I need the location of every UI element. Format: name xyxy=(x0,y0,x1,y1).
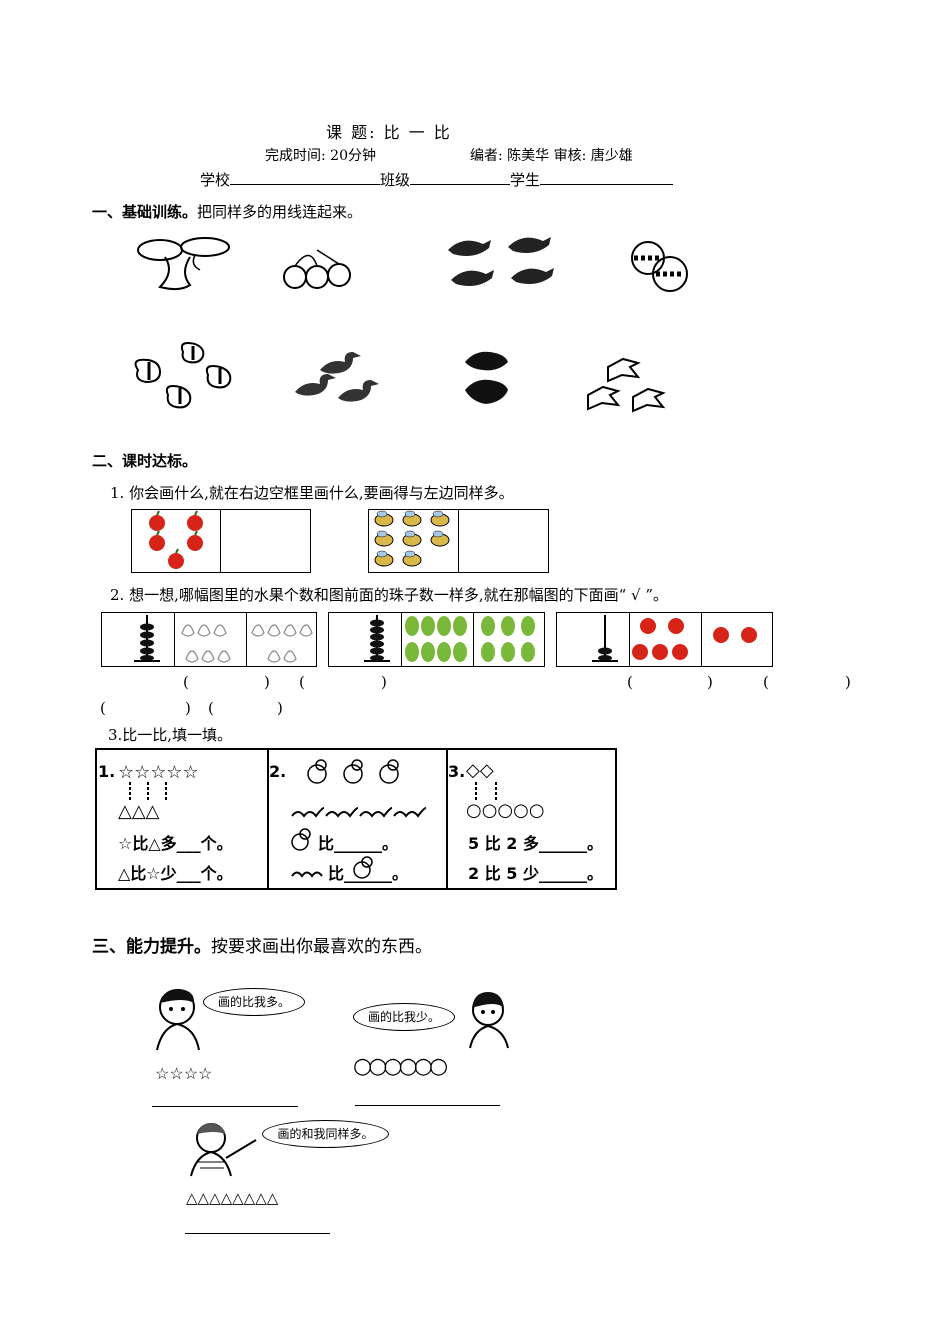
class-label: 班级 xyxy=(380,171,411,189)
page-title: 课 题: 比 一 比 xyxy=(326,123,452,142)
peach-group-a[interactable] xyxy=(176,615,244,665)
bird-picture[interactable] xyxy=(443,232,563,292)
answer-paren-close-5: ) xyxy=(185,699,191,717)
completion-time: 完成时间: 20分钟 xyxy=(265,148,376,164)
section3-heading: 三、能力提升。按要求画出你最喜欢的东西。 xyxy=(92,937,432,957)
dove-picture[interactable] xyxy=(583,355,678,415)
apple-group-a[interactable] xyxy=(630,614,696,666)
answer-paren-open-1: ( xyxy=(183,673,189,691)
boy-avatar-2 xyxy=(190,1123,257,1177)
bead-box-3 xyxy=(556,612,773,667)
school-field[interactable] xyxy=(230,170,381,185)
question-2: 2. 想一想,哪幅图里的水果个数和图前面的珠子数一样多,就在那幅图的下面画“ √… xyxy=(110,586,669,604)
answer-paren-open-2: ( xyxy=(299,673,305,691)
boy-avatar-1 xyxy=(156,988,200,1051)
answer-paren-close-3: ) xyxy=(707,673,713,691)
peach-group-b[interactable] xyxy=(248,615,316,665)
compare-table xyxy=(95,748,617,890)
circles-sample: ○○○○○○ xyxy=(353,1054,448,1079)
hexagon-row: ○○○○○ xyxy=(466,800,545,821)
school-label: 学校 xyxy=(200,171,231,189)
answer-paren-close-2: ) xyxy=(381,673,387,691)
speech-bubble-2: 画的比我少。 xyxy=(353,1003,455,1031)
compare-line-2b: 比______。 xyxy=(328,864,409,883)
answer-paren-close-1: ) xyxy=(264,673,270,691)
pear-group-b[interactable] xyxy=(476,614,542,666)
answer-paren-close-4: ) xyxy=(845,673,851,691)
section2-heading: 二、课时达标。 xyxy=(92,452,198,470)
student-field[interactable] xyxy=(540,170,674,185)
abacus-1 xyxy=(134,615,160,662)
answer-paren-close-6: ) xyxy=(277,699,283,717)
bead-box-2 xyxy=(328,612,545,667)
mushroom-picture[interactable] xyxy=(135,235,235,295)
compare-line-1a: ☆比△多___个。 xyxy=(118,834,233,853)
dotted-links xyxy=(129,782,167,800)
speech-bubble-3: 画的和我同样多。 xyxy=(262,1120,389,1148)
pear-group-a[interactable] xyxy=(402,614,472,666)
compare-num-3: 3. xyxy=(448,762,466,781)
answer-line-3[interactable] xyxy=(185,1233,330,1234)
apple-drawing-box xyxy=(131,509,311,573)
ball-picture[interactable] xyxy=(628,240,693,295)
bee-drawing-box xyxy=(368,509,549,573)
bead-box-1 xyxy=(101,612,317,667)
compare-num-2: 2. xyxy=(269,762,287,781)
triangle-row: △△△ xyxy=(118,801,160,822)
bee-icons xyxy=(374,510,450,567)
compare-line-1b: △比☆少___个。 xyxy=(118,864,233,883)
section3-instruction: 按要求画出你最喜欢的东西。 xyxy=(211,937,432,957)
question-3: 3.比一比,填一填。 xyxy=(108,726,233,744)
name-fields: 学校 班级 学生 xyxy=(200,169,674,190)
question-1: 1. 你会画什么,就在右边空框里画什么,要画得与左边同样多。 xyxy=(110,484,514,502)
answer-paren-open-5: ( xyxy=(100,699,106,717)
triangles-sample: △△△△△△△△ xyxy=(186,1189,279,1207)
diamond-row: ◇◇ xyxy=(466,760,494,781)
caterpillar-row xyxy=(291,807,427,818)
cherry-picture[interactable] xyxy=(280,245,355,290)
answer-paren-open-3: ( xyxy=(627,673,633,691)
abacus-2 xyxy=(364,615,390,662)
compare-num-1: 1. xyxy=(98,762,116,781)
compare-line-3a: 5 比 2 多______。 xyxy=(468,834,603,853)
compare-line-3b: 2 比 5 少______。 xyxy=(468,864,603,883)
chick-icon-2 xyxy=(353,856,373,879)
answer-line-2[interactable] xyxy=(355,1105,500,1106)
abacus-3 xyxy=(592,615,618,662)
student-label: 学生 xyxy=(510,171,541,189)
drawing-area-2[interactable] xyxy=(460,510,548,572)
stars-sample: ☆☆☆☆ xyxy=(155,1064,213,1083)
dotted-links-2 xyxy=(475,782,497,800)
section1-instruction: 把同样多的用线连起来。 xyxy=(197,203,363,221)
compare-line-2a: 比______。 xyxy=(318,834,399,853)
drawing-area-1[interactable] xyxy=(222,510,310,572)
girl-avatar xyxy=(469,992,509,1049)
answer-paren-open-4: ( xyxy=(763,673,769,691)
answer-paren-open-6: ( xyxy=(208,699,214,717)
answer-line-1[interactable] xyxy=(152,1106,298,1107)
butterfly-picture[interactable] xyxy=(128,340,248,410)
section1-heading: 一、基础训练。把同样多的用线连起来。 xyxy=(92,203,363,221)
editor-info: 编者: 陈美华 审核: 唐少雄 xyxy=(470,148,633,164)
frog-picture[interactable] xyxy=(460,350,515,410)
chick-row xyxy=(307,759,399,784)
caterpillar-icon xyxy=(291,871,323,878)
speech-bubble-1: 画的比我多。 xyxy=(203,988,305,1016)
apple-group-b[interactable] xyxy=(706,620,766,650)
apple-icons xyxy=(149,510,203,569)
chick-icon xyxy=(291,828,311,851)
duck-picture[interactable] xyxy=(290,350,380,410)
star-row: ☆☆☆☆☆ xyxy=(118,762,199,783)
class-field[interactable] xyxy=(410,170,511,185)
